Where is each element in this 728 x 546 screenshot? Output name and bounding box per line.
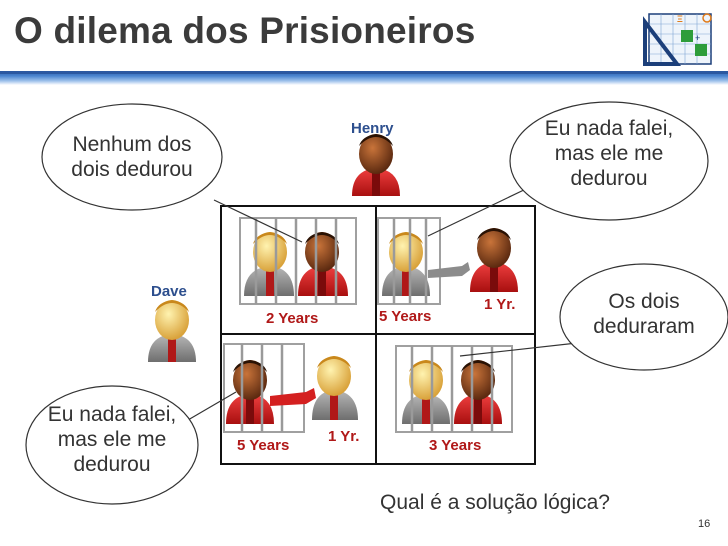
player-dave-label: Dave bbox=[151, 283, 187, 300]
bubble-line: dedurou bbox=[73, 453, 151, 476]
matrix-divider-horizontal bbox=[222, 333, 534, 335]
bubble-line: dois dedurou bbox=[71, 158, 193, 181]
page-number: 16 bbox=[698, 518, 711, 530]
question-text: Qual é a solução lógica? bbox=[380, 491, 610, 514]
bubble-line: Eu nada falei, bbox=[544, 117, 674, 140]
cell-bottom-right-label: 3 Years bbox=[429, 437, 482, 454]
prisoner-henry-icon bbox=[352, 134, 400, 196]
speech-bubble-bottom-left: Eu nada falei, mas ele me dedurou bbox=[24, 384, 200, 506]
cell-bottom-left-henry-label: 5 Years bbox=[237, 437, 290, 454]
bubble-line: Os dois bbox=[608, 290, 680, 313]
speech-bubble-top-right-text: Eu nada falei, mas ele me dedurou bbox=[508, 116, 710, 191]
jail-bars-icon bbox=[395, 345, 513, 433]
speech-bubble-top-left: Nenhum dos dois dedurou bbox=[40, 102, 224, 212]
cell-bottom-left-dave-label: 1 Yr. bbox=[328, 428, 360, 445]
title-underline bbox=[0, 71, 728, 85]
bubble-line: mas ele me bbox=[554, 142, 664, 165]
bubble-line: deduraram bbox=[593, 315, 695, 338]
player-henry-label: Henry bbox=[351, 120, 394, 137]
speech-bubble-bottom-left-text: Eu nada falei, mas ele me dedurou bbox=[24, 402, 200, 477]
jail-bars-icon bbox=[239, 217, 357, 305]
title-underline-edge bbox=[0, 71, 728, 74]
cell-top-left-label: 2 Years bbox=[266, 310, 319, 327]
bubble-line: mas ele me bbox=[57, 428, 167, 451]
cell-top-right-henry-label: 1 Yr. bbox=[484, 296, 516, 313]
jail-bars-icon bbox=[377, 217, 518, 305]
speech-bubble-right: Os dois deduraram bbox=[558, 262, 728, 372]
svg-text:+: + bbox=[695, 33, 700, 43]
bubble-line: Eu nada falei, bbox=[47, 403, 177, 426]
speech-bubble-top-right: Eu nada falei, mas ele me dedurou bbox=[508, 100, 710, 222]
slide-title: O dilema dos Prisioneiros bbox=[14, 10, 476, 51]
prisoner-dave-icon bbox=[148, 300, 196, 362]
speech-bubble-right-text: Os dois deduraram bbox=[558, 289, 728, 339]
jail-bars-icon bbox=[223, 343, 358, 433]
speech-bubble-top-left-text: Nenhum dos dois dedurou bbox=[40, 132, 224, 182]
svg-text:Ξ: Ξ bbox=[677, 14, 683, 24]
matrix-divider-vertical bbox=[375, 207, 377, 463]
geometry-logo-icon: Ξ + bbox=[637, 8, 717, 68]
bubble-line: dedurou bbox=[570, 167, 648, 190]
cell-top-right-dave-label: 5 Years bbox=[379, 308, 432, 325]
bubble-line: Nenhum dos bbox=[72, 133, 192, 156]
